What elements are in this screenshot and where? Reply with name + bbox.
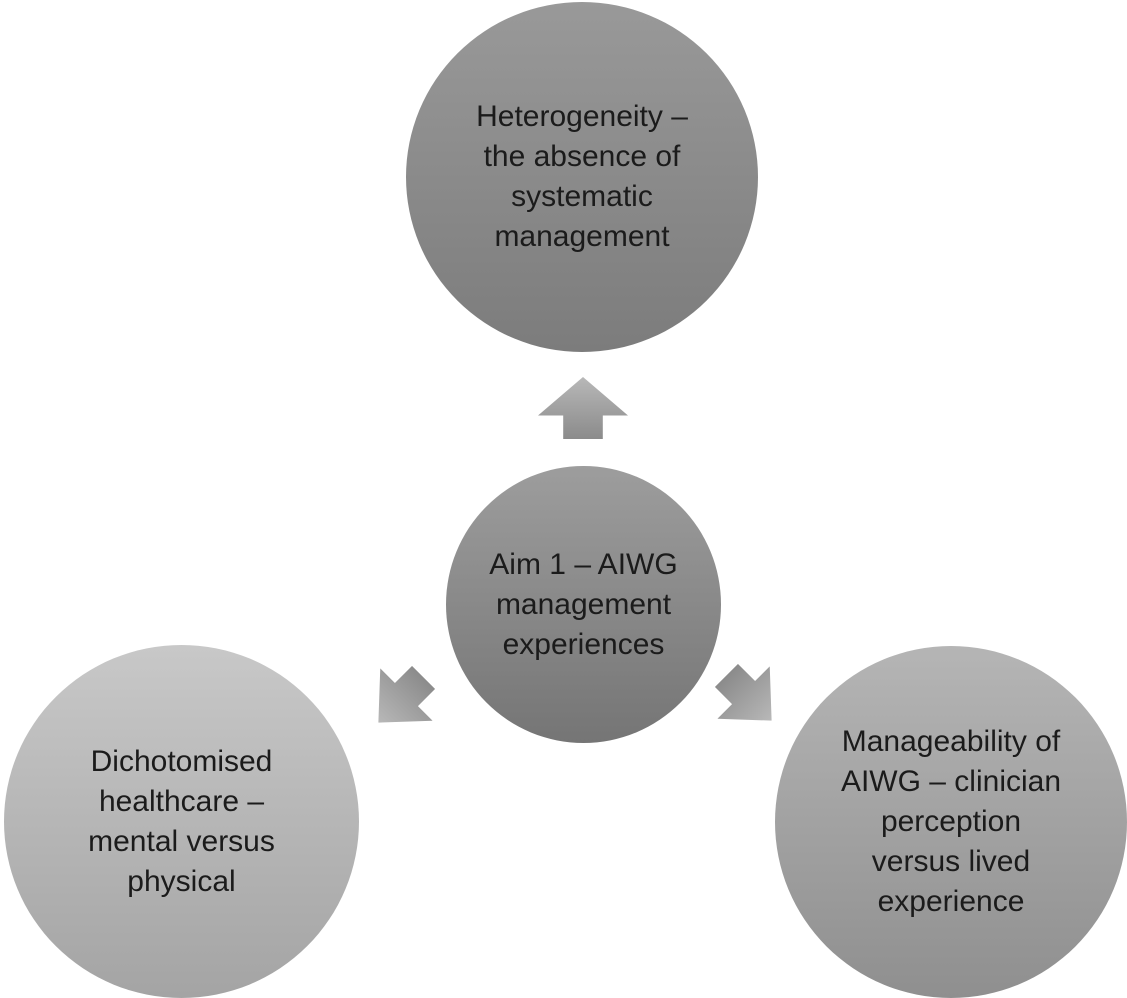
- label-line: perception: [880, 805, 1022, 838]
- arrow-down-left: [352, 651, 450, 749]
- node-aim1-label: Aim 1 – AIWG management experiences: [489, 545, 677, 665]
- label-line: AIWG – clinician: [840, 765, 1062, 798]
- node-aim1: Aim 1 – AIWG management experiences: [446, 466, 721, 743]
- label-line: Manageability of: [841, 725, 1061, 758]
- label-line: experiences: [502, 627, 665, 661]
- label-line: healthcare –: [98, 784, 265, 818]
- label-line: management: [495, 587, 672, 621]
- node-dichotomised-healthcare: Dichotomised healthcare – mental versus …: [4, 645, 359, 998]
- label-line: management: [494, 220, 670, 253]
- node-dichotomised-healthcare-label: Dichotomised healthcare – mental versus …: [88, 742, 275, 902]
- arrow-up: [538, 377, 628, 439]
- node-manageability: Manageability of AIWG – clinician percep…: [775, 646, 1127, 998]
- label-line: Aim 1 – AIWG: [489, 547, 678, 581]
- label-line: versus lived: [871, 845, 1031, 878]
- label-line: physical: [127, 864, 236, 898]
- label-line: systematic: [511, 180, 653, 213]
- label-line: the absence of: [483, 140, 681, 173]
- node-heterogeneity: Heterogeneity – the absence of systemati…: [406, 2, 758, 352]
- label-line: experience: [877, 885, 1025, 918]
- node-manageability-label: Manageability of AIWG – clinician percep…: [841, 722, 1061, 922]
- label-line: Heterogeneity –: [476, 100, 688, 133]
- arrow-down-right: [700, 649, 798, 747]
- node-heterogeneity-label: Heterogeneity – the absence of systemati…: [476, 97, 688, 257]
- label-line: mental versus: [88, 824, 275, 858]
- label-line: Dichotomised: [90, 744, 273, 778]
